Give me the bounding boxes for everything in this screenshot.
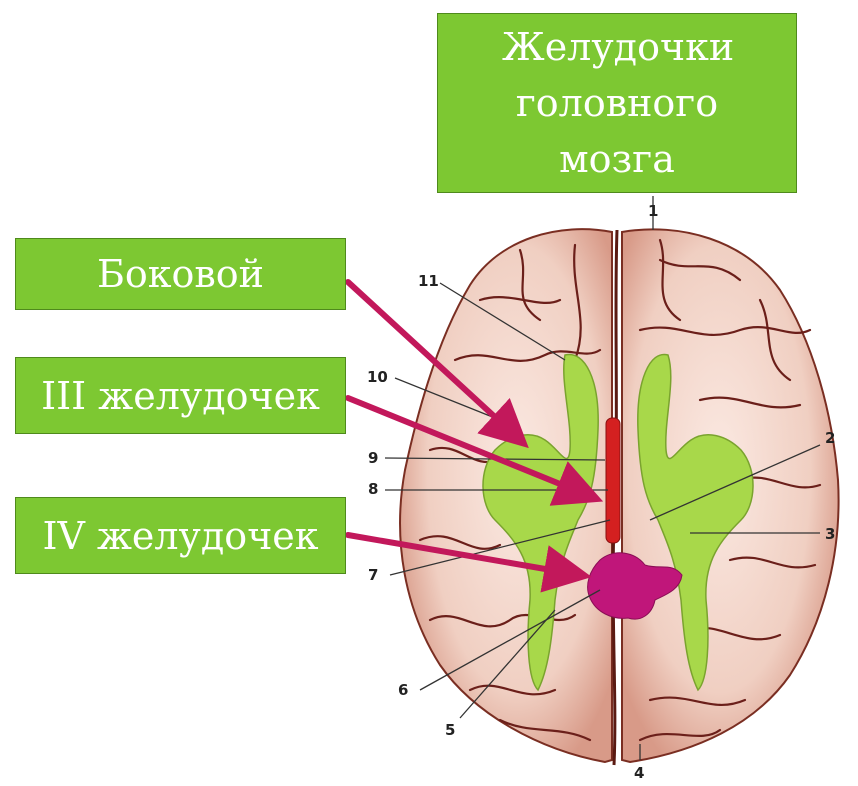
callout-4: 4 <box>634 764 644 782</box>
callout-5: 5 <box>445 721 455 739</box>
callout-9: 9 <box>368 449 378 467</box>
label-ventricles-text: Желудочки головного мозга <box>502 19 732 187</box>
callout-11: 11 <box>418 272 439 290</box>
third-ventricle <box>606 418 620 543</box>
label-lateral: Боковой <box>15 238 346 310</box>
label-third-text: III желудочек <box>41 374 320 418</box>
callout-7: 7 <box>368 566 378 584</box>
callout-3: 3 <box>825 525 835 543</box>
callout-1: 1 <box>648 202 658 220</box>
label-fourth-text: IV желудочек <box>42 514 318 558</box>
label-lateral-text: Боковой <box>97 252 264 296</box>
callout-10: 10 <box>367 368 388 386</box>
callout-2: 2 <box>825 429 835 447</box>
label-fourth-ventricle: IV желудочек <box>15 497 346 574</box>
callout-8: 8 <box>368 480 378 498</box>
label-third-ventricle: III желудочек <box>15 357 346 434</box>
callout-6: 6 <box>398 681 408 699</box>
label-ventricles-title: Желудочки головного мозга <box>437 13 797 193</box>
